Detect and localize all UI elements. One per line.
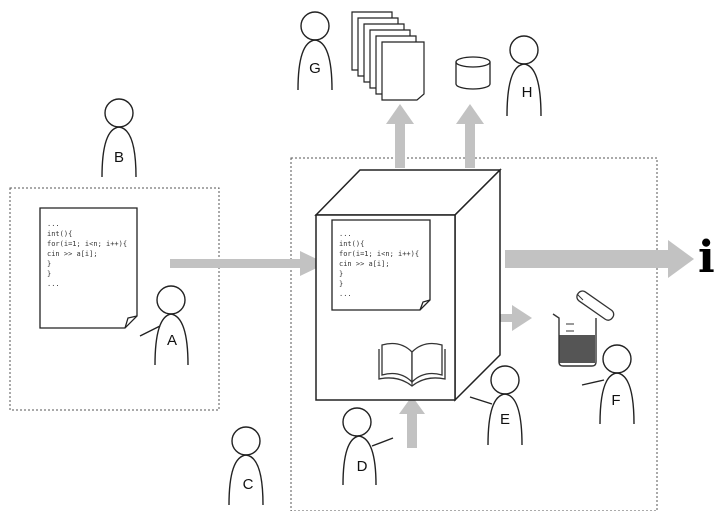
code-line: ... <box>47 280 60 288</box>
beaker-icon <box>552 313 597 367</box>
code-line: cin >> a[i]; <box>47 250 98 258</box>
person-label: H <box>522 84 533 101</box>
code-line: } <box>47 260 51 268</box>
left-code-document: ... int(){ for(i=1; i<n; i++){ cin >> a[… <box>39 207 138 329</box>
database-icon <box>455 56 491 90</box>
person-label: C <box>243 476 254 493</box>
information-icon: i <box>698 232 715 283</box>
document-stack-icon <box>351 11 425 101</box>
code-line: } <box>47 270 51 278</box>
code-line: int(){ <box>47 230 72 238</box>
person-label: A <box>167 332 177 349</box>
person-e: E <box>469 365 523 446</box>
person-label: B <box>114 149 124 166</box>
person-label: E <box>500 411 510 428</box>
arrow-up-to-database <box>456 104 484 168</box>
person-d: D <box>342 407 394 486</box>
person-label: D <box>357 458 368 475</box>
person-a: A <box>139 285 189 366</box>
open-book-icon <box>378 342 446 387</box>
person-c: C <box>228 426 264 506</box>
arrow-up-to-book <box>399 396 425 448</box>
code-line: } <box>339 280 343 288</box>
test-tube-icon <box>576 290 615 321</box>
code-line: ... <box>47 220 60 228</box>
machine-code-document: ... int(){ for(i=1; i<n; i++){ cin >> a[… <box>331 219 431 311</box>
arrow-code-to-machine <box>170 251 326 276</box>
code-line: } <box>339 270 343 278</box>
arrow-machine-to-output <box>505 240 694 278</box>
code-line: for(i=1; i<n; i++){ <box>339 250 419 258</box>
arrow-up-to-documents <box>386 104 414 168</box>
code-line: cin >> a[i]; <box>339 260 390 268</box>
person-h: H <box>506 35 542 117</box>
code-line: int(){ <box>339 240 364 248</box>
person-f: F <box>581 344 635 425</box>
person-label: F <box>611 392 620 409</box>
person-g: G <box>297 11 333 91</box>
person-b: B <box>101 98 137 178</box>
person-label: G <box>309 60 321 77</box>
left-region-box <box>9 187 220 411</box>
code-line: ... <box>339 230 352 238</box>
code-line: ... <box>339 290 352 298</box>
code-line: for(i=1; i<n; i++){ <box>47 240 127 248</box>
